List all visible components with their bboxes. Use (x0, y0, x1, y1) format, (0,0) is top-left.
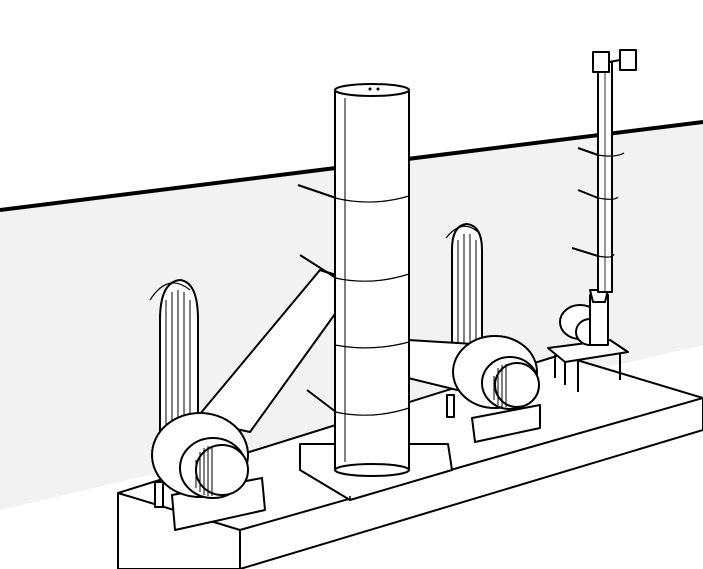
right-intake-duct (445, 223, 483, 346)
left-intake-duct (149, 279, 199, 441)
right-fan (446, 335, 541, 443)
main-stack (297, 83, 410, 477)
small-stack-unit (547, 49, 637, 392)
left-fan (151, 412, 266, 531)
